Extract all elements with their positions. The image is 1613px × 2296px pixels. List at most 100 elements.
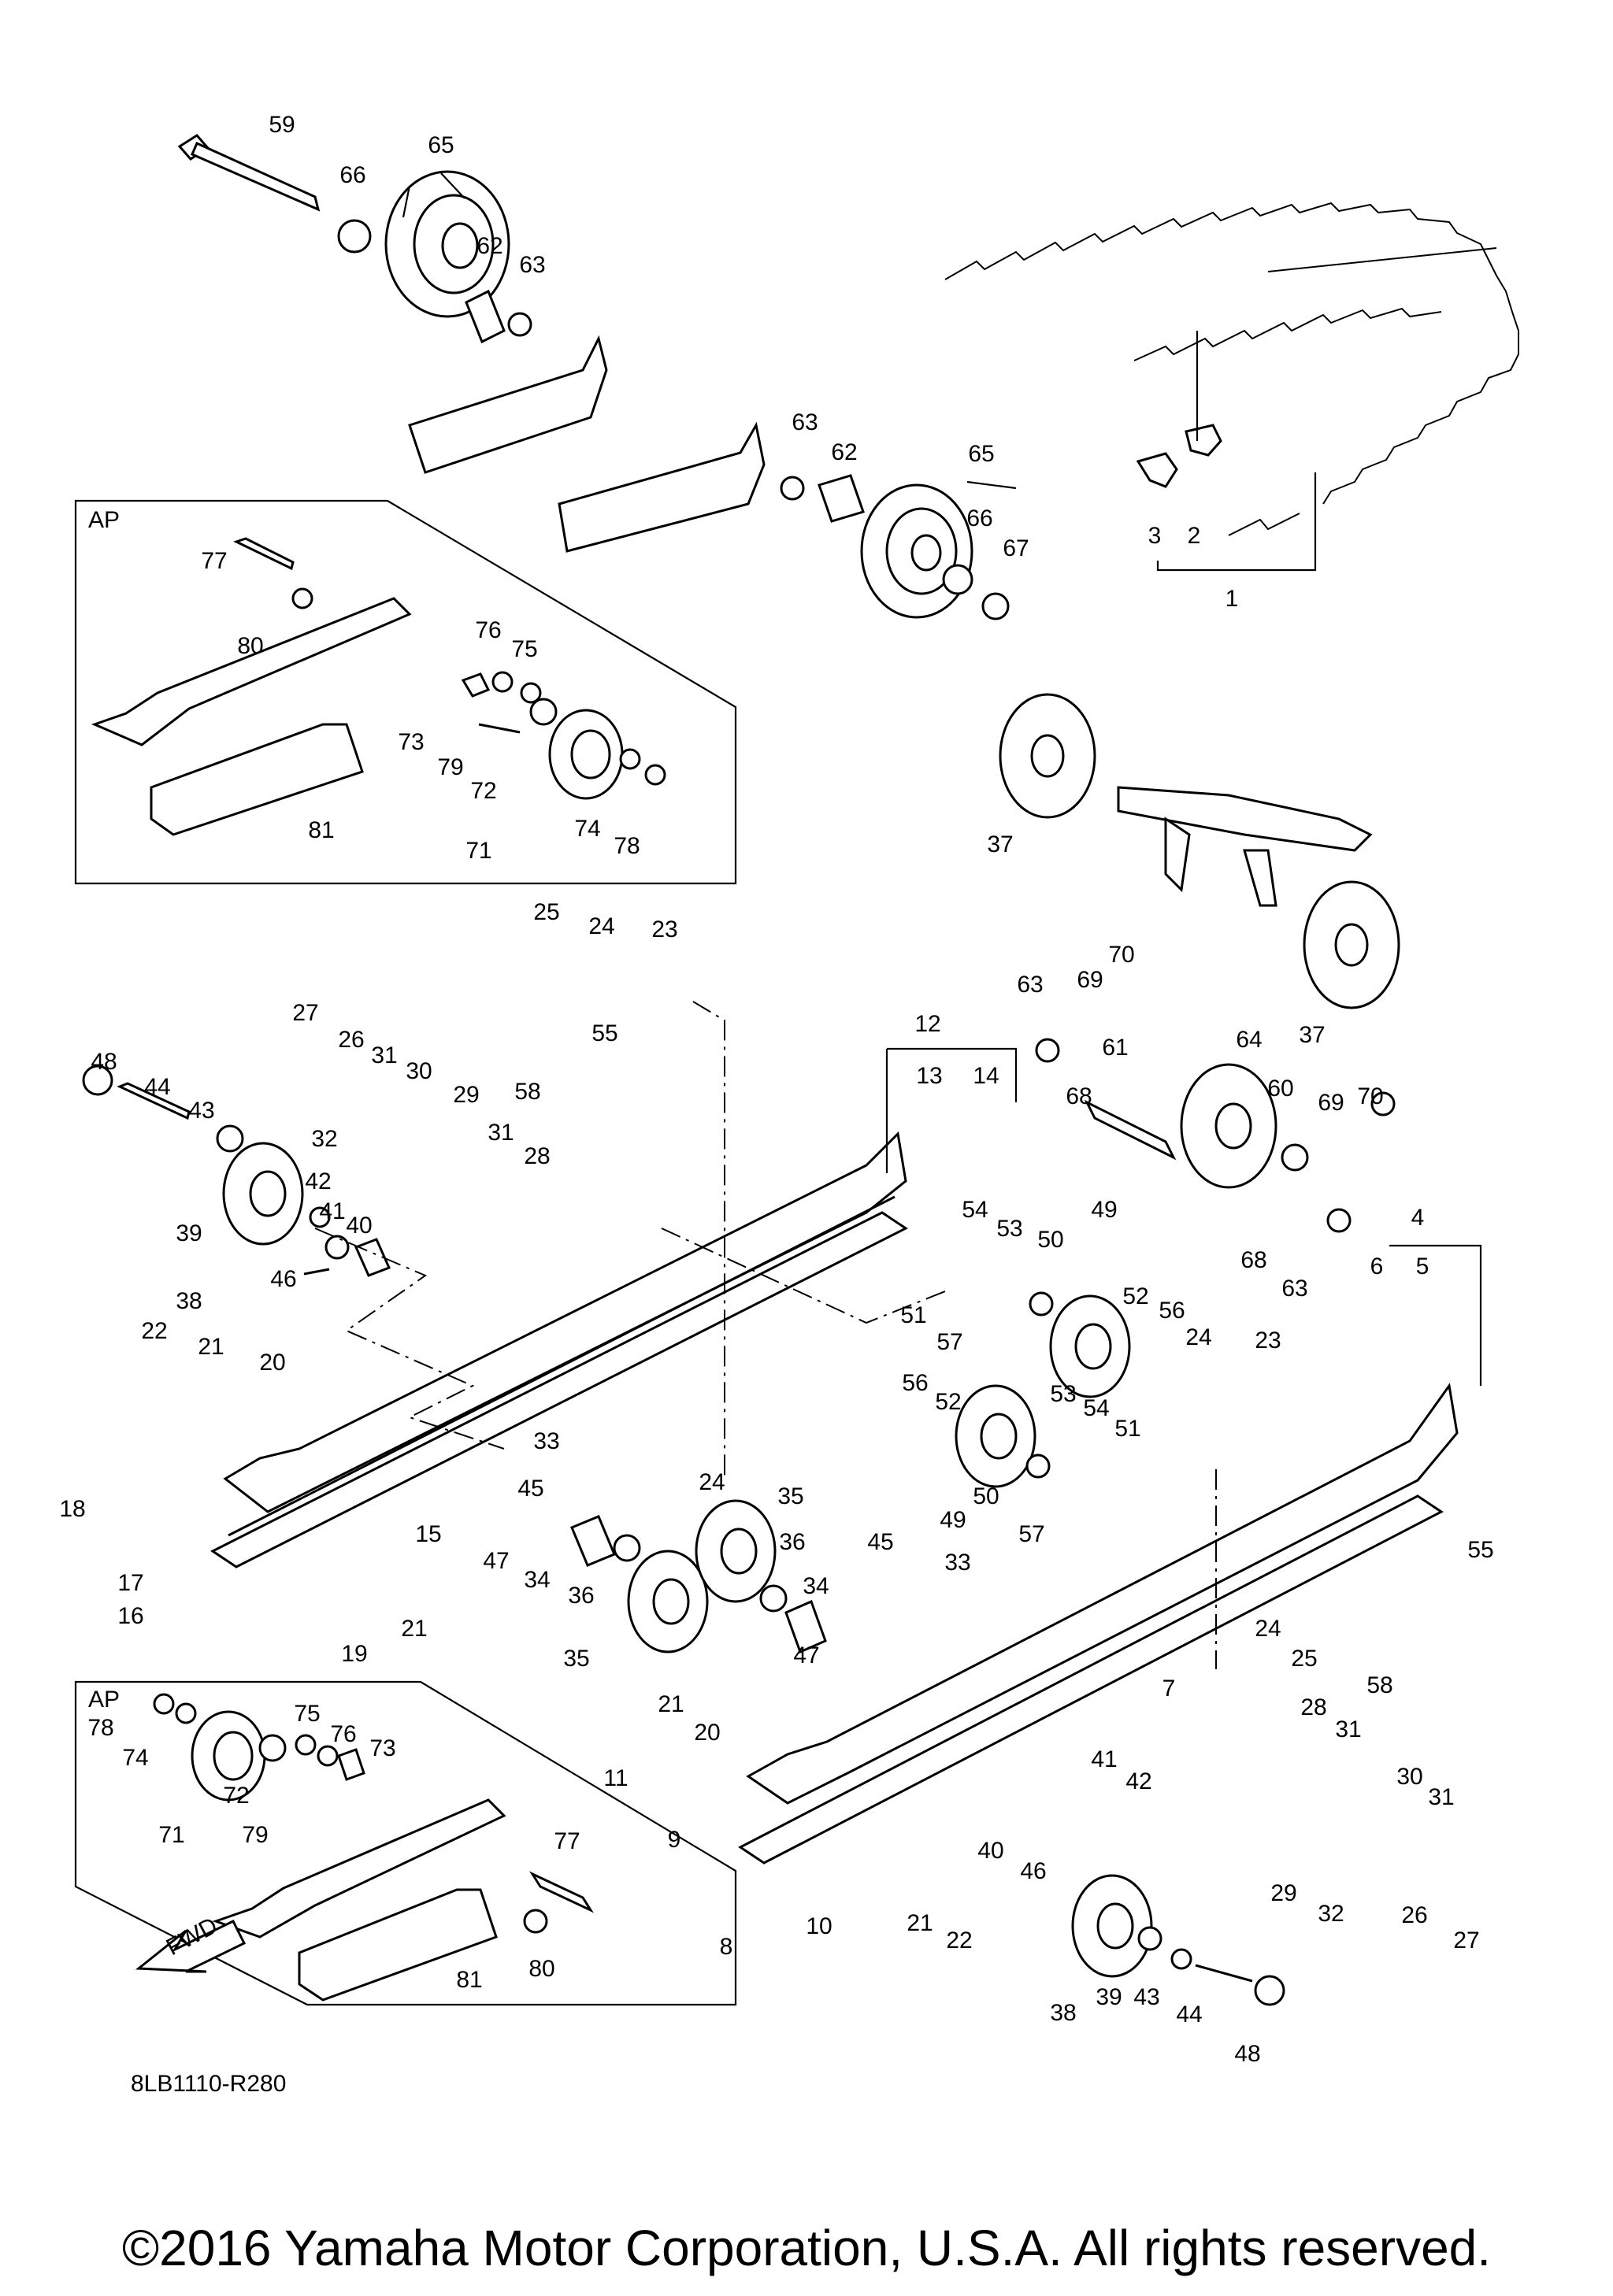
part-callout-56: 56 [902, 1370, 928, 1396]
part-callout-62: 62 [476, 233, 502, 259]
part-callout-37: 37 [987, 831, 1013, 857]
part-callout-29: 29 [1270, 1880, 1296, 1906]
part-callout-66: 66 [966, 505, 992, 531]
part-callout-31: 31 [488, 1120, 514, 1146]
part-callout-55: 55 [1467, 1537, 1493, 1563]
part-callout-31: 31 [1428, 1784, 1454, 1810]
part-callout-53: 53 [1050, 1381, 1076, 1407]
leader-lines [314, 172, 1482, 1669]
part-callout-25: 25 [1291, 1646, 1317, 1672]
part-callout-23: 23 [1255, 1328, 1281, 1354]
part-callout-57: 57 [1018, 1521, 1044, 1547]
front-left-wheel-group [82, 1065, 391, 1277]
part-callout-58: 58 [1366, 1672, 1392, 1698]
part-callout-50: 50 [1037, 1227, 1063, 1253]
part-callout-39: 39 [176, 1220, 202, 1246]
ap-label-upper: AP [88, 507, 120, 533]
part-callout-73: 73 [369, 1735, 395, 1761]
part-callout-44: 44 [1176, 2002, 1202, 2028]
part-callout-74: 74 [574, 816, 600, 842]
part-callout-51: 51 [900, 1302, 926, 1328]
part-callout-24: 24 [1255, 1616, 1281, 1642]
part-callout-77: 77 [554, 1828, 580, 1854]
part-callout-49: 49 [940, 1507, 966, 1533]
part-callout-26: 26 [338, 1027, 364, 1053]
part-callout-72: 72 [470, 778, 496, 804]
part-callout-69: 69 [1077, 967, 1103, 993]
part-callout-2: 2 [1188, 523, 1201, 549]
part-callout-5: 5 [1416, 1254, 1429, 1279]
track-belt [944, 202, 1519, 536]
part-callout-52: 52 [935, 1389, 961, 1415]
rear-shaft-wheel [1035, 1038, 1396, 1233]
part-callout-21: 21 [907, 1910, 933, 1936]
part-callout-79: 79 [437, 754, 463, 780]
part-callout-8: 8 [720, 1934, 733, 1960]
ap-box-upper: AP [74, 499, 737, 885]
part-callout-47: 47 [483, 1548, 509, 1574]
ap-label-lower: AP [88, 1687, 120, 1713]
part-callout-75: 75 [511, 636, 537, 662]
part-callout-59: 59 [269, 112, 295, 138]
part-callout-24: 24 [699, 1469, 725, 1495]
front-right-wheel-group [1071, 1874, 1285, 2006]
part-callout-7: 7 [1162, 1676, 1176, 1702]
part-callout-62: 62 [831, 439, 857, 465]
ap-box-lower: AP [74, 1680, 737, 2006]
part-callout-48: 48 [1234, 2041, 1260, 2067]
part-callout-34: 34 [524, 1567, 550, 1593]
part-callout-72: 72 [223, 1783, 249, 1809]
copyright-notice: ©2016 Yamaha Motor Corporation, U.S.A. A… [121, 2220, 1492, 2276]
part-callout-63: 63 [1017, 972, 1043, 998]
part-callout-23: 23 [651, 917, 677, 942]
rear-brackets [408, 335, 766, 553]
part-callout-80: 80 [528, 1956, 554, 1982]
part-callout-42: 42 [305, 1168, 331, 1194]
part-callout-55: 55 [591, 1020, 617, 1046]
part-callout-20: 20 [259, 1350, 285, 1376]
part-callout-78: 78 [614, 833, 640, 859]
part-callout-21: 21 [658, 1691, 684, 1717]
right-slide-rail [738, 1383, 1459, 1865]
part-callout-14: 14 [973, 1063, 999, 1089]
part-callout-42: 42 [1125, 1768, 1151, 1794]
part-callout-58: 58 [514, 1079, 540, 1105]
part-callout-54: 54 [1083, 1395, 1109, 1421]
part-callout-77: 77 [201, 548, 227, 574]
part-callout-37: 37 [1299, 1022, 1325, 1048]
part-callout-46: 46 [270, 1266, 296, 1292]
part-callout-38: 38 [176, 1288, 202, 1314]
part-callout-3: 3 [1148, 523, 1162, 549]
part-callout-46: 46 [1020, 1858, 1046, 1884]
part-callout-24: 24 [588, 913, 614, 939]
part-callout-71: 71 [158, 1822, 184, 1848]
part-callout-57: 57 [936, 1329, 962, 1355]
part-callout-30: 30 [406, 1058, 432, 1084]
part-callout-31: 31 [1335, 1716, 1361, 1742]
part-callout-35: 35 [563, 1646, 589, 1672]
part-callout-22: 22 [141, 1318, 167, 1344]
part-callout-81: 81 [308, 817, 334, 843]
rear-arm-assembly [999, 693, 1400, 1009]
part-callout-30: 30 [1396, 1764, 1422, 1790]
part-callout-36: 36 [568, 1583, 594, 1609]
part-callout-41: 41 [1091, 1746, 1117, 1772]
part-callout-45: 45 [867, 1529, 893, 1555]
part-callout-68: 68 [1240, 1247, 1266, 1273]
part-callout-22: 22 [946, 1928, 972, 1953]
part-callout-36: 36 [779, 1529, 805, 1555]
part-callout-50: 50 [973, 1483, 999, 1509]
part-callout-70: 70 [1357, 1083, 1383, 1109]
part-callout-49: 49 [1091, 1197, 1117, 1223]
part-callout-81: 81 [456, 1967, 482, 1993]
part-callout-19: 19 [341, 1641, 367, 1667]
part-callout-12: 12 [914, 1011, 940, 1037]
part-callout-43: 43 [188, 1098, 214, 1124]
part-callout-54: 54 [962, 1197, 988, 1223]
part-callout-76: 76 [475, 617, 501, 643]
part-callout-70: 70 [1108, 942, 1134, 968]
part-callout-40: 40 [346, 1213, 372, 1239]
part-callout-51: 51 [1114, 1416, 1140, 1442]
